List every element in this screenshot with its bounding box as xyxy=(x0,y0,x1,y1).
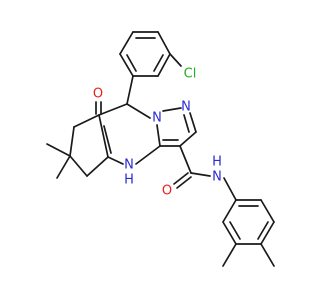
bond-inner xyxy=(103,125,112,154)
bond xyxy=(223,177,237,201)
bond xyxy=(86,156,109,177)
bond xyxy=(189,112,197,133)
bond-inner xyxy=(126,54,137,72)
pyrazole-n2-atom-label: N xyxy=(181,100,191,115)
bond xyxy=(69,126,75,157)
ring-nh-atom-label: N xyxy=(124,158,134,173)
bond-methyl xyxy=(46,143,71,157)
bond xyxy=(98,114,109,158)
bond xyxy=(260,221,275,245)
bond xyxy=(162,107,182,112)
bond xyxy=(190,172,211,177)
bond xyxy=(126,75,134,105)
bond xyxy=(119,53,134,77)
bond xyxy=(119,31,134,55)
bond xyxy=(179,145,192,174)
bond-inner xyxy=(183,114,190,133)
bond-inner xyxy=(257,221,269,240)
amide-oxygen-atom-label: O xyxy=(162,184,172,199)
bond-inner xyxy=(153,54,164,72)
ring-nh-hydrogen-label: H xyxy=(124,173,134,188)
pyrimidine-ring xyxy=(98,75,161,165)
bond-c-o xyxy=(173,172,189,185)
atom-labels: Cl O N N N H O N H xyxy=(93,67,222,199)
bond xyxy=(126,103,151,119)
dimethylphenyl-ring xyxy=(222,199,275,267)
bond xyxy=(260,199,275,223)
molecule-canvas: Cl O N N N H O N H xyxy=(46,31,275,267)
bond-c-cl xyxy=(169,53,182,67)
chlorine-atom-label: Cl xyxy=(184,67,197,82)
molecule-structure: Cl O N N N H O N H xyxy=(46,31,275,267)
bond xyxy=(157,53,171,77)
carboxamide-group xyxy=(173,145,237,201)
bond xyxy=(69,155,88,177)
bond-methyl xyxy=(222,243,237,267)
bond xyxy=(135,145,161,165)
bond xyxy=(107,156,124,165)
bond xyxy=(222,199,237,223)
bond-c-o xyxy=(176,176,192,189)
bond xyxy=(179,131,197,147)
bond-inner xyxy=(229,221,241,240)
bond-methyl xyxy=(56,155,71,179)
amide-nh-hydrogen-label: H xyxy=(212,155,222,170)
amide-nh-atom-label: N xyxy=(212,170,222,185)
bond-methyl xyxy=(260,243,275,267)
bond xyxy=(73,114,100,128)
bond xyxy=(156,124,161,147)
cyclohexanone-ring xyxy=(46,101,112,179)
bond xyxy=(98,103,128,116)
bond xyxy=(222,221,237,245)
pyrazole-n1-atom-label: N xyxy=(152,111,162,126)
chlorophenyl-ring xyxy=(119,31,182,77)
ketone-oxygen-atom-label: O xyxy=(93,87,103,102)
pyrazole-ring xyxy=(159,107,197,147)
bond xyxy=(157,31,171,55)
